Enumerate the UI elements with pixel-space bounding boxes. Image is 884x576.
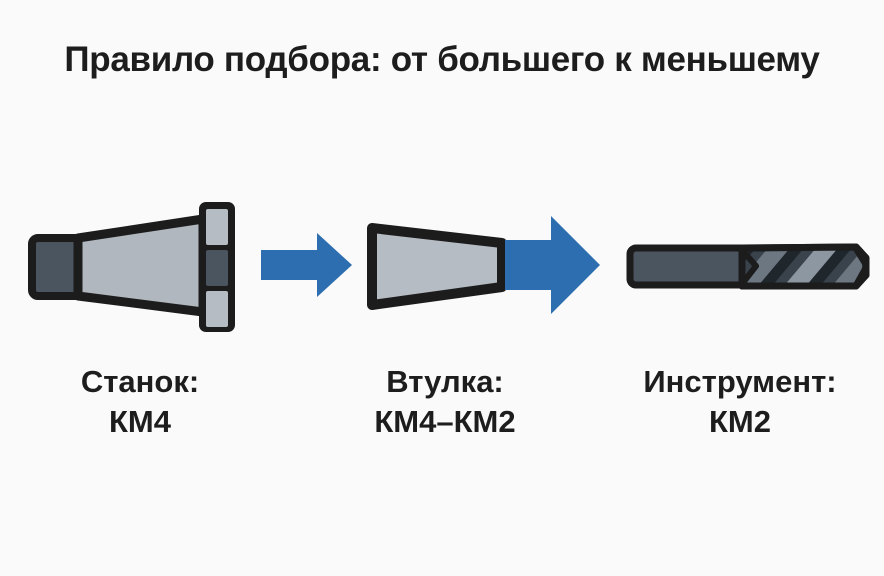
taper-sleeve-icon xyxy=(367,223,507,310)
machine-spindle-taper-icon xyxy=(28,202,235,332)
drill-flute-body xyxy=(738,243,870,290)
spindle-flange-segment-bottom xyxy=(206,291,228,327)
twist-drill-bit-icon xyxy=(626,243,870,290)
arrow-2-icon xyxy=(505,216,600,314)
drill-flute-body-outline xyxy=(738,243,870,290)
spindle-flange-segment-middle xyxy=(206,250,228,286)
sleeve-body xyxy=(367,223,507,310)
drill-flute-groove xyxy=(758,248,804,284)
drill-flute-groove xyxy=(745,248,756,284)
spindle-tang xyxy=(28,234,88,300)
spindle-taper-body xyxy=(73,214,208,317)
spindle-flange xyxy=(199,202,235,332)
arrow-right-shape xyxy=(505,216,600,314)
drill-shank-bevel xyxy=(739,247,759,287)
label-machine: Станок: КМ4 xyxy=(0,362,280,441)
label-tool-line1: Инструмент: xyxy=(643,364,837,399)
label-sleeve: Втулка: КМ4–КМ2 xyxy=(300,362,590,441)
drill-flute-groove xyxy=(806,248,852,284)
label-sleeve-line1: Втулка: xyxy=(386,364,504,399)
label-sleeve-line2: КМ4–КМ2 xyxy=(374,403,516,439)
drill-flute xyxy=(832,248,862,284)
drill-shank xyxy=(626,244,756,289)
label-machine-line2: КМ4 xyxy=(109,403,171,439)
label-tool-line2: КМ2 xyxy=(709,403,771,439)
page-title: Правило подбора: от большего к меньшему xyxy=(64,40,820,79)
arrow-1-icon xyxy=(261,233,352,297)
label-machine-line1: Станок: xyxy=(80,364,200,399)
drill-flute xyxy=(784,248,848,284)
drill-flute xyxy=(745,248,800,284)
drill-flute-groove xyxy=(854,248,862,284)
drill-tip-facet xyxy=(853,247,869,287)
drill-flutes xyxy=(745,248,862,284)
arrow-right-shape xyxy=(261,233,352,297)
label-tool: Инструмент: КМ2 xyxy=(596,362,884,441)
spindle-flange-segment-top xyxy=(206,209,228,245)
